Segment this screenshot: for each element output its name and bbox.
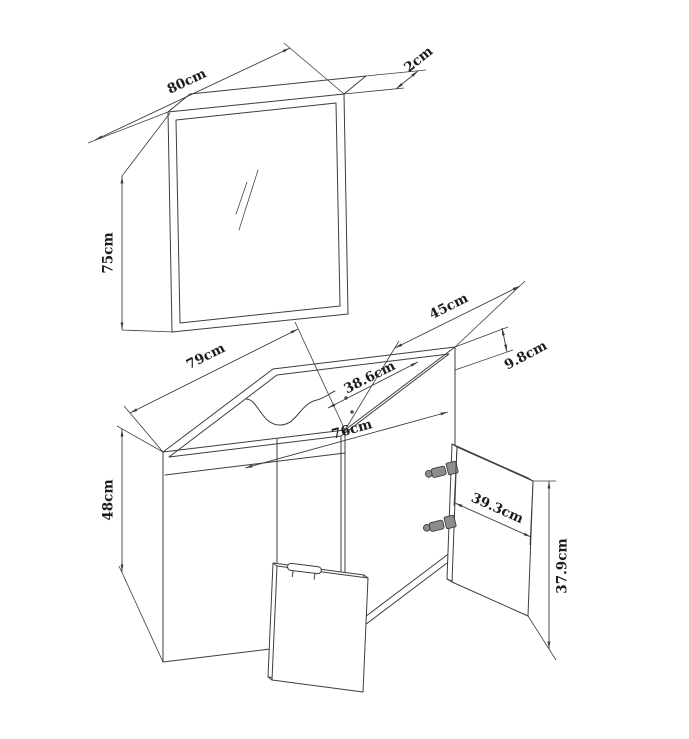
cabinet-height-dimension: 48cm — [101, 425, 164, 663]
hinge-screw-dot — [350, 410, 354, 414]
mirror-thickness-dimension: 2cm — [343, 43, 436, 95]
mirror-reflection-line — [238, 169, 259, 231]
basin-cutout-curve — [245, 390, 336, 426]
mirror-height-label: 75cm — [101, 232, 117, 273]
front-door-panel — [267, 562, 369, 693]
cabinet-width-dimension: 79cm — [123, 321, 346, 453]
door-height-label: 37.9cm — [555, 538, 571, 593]
cabinet-width-label: 79cm — [184, 340, 228, 373]
door-height-dimension: 37.9cm — [527, 480, 571, 661]
cabinet-height-label: 48cm — [101, 479, 117, 520]
hinge-hardware-icon — [425, 460, 459, 478]
mirror-height-dimension: 75cm — [101, 112, 175, 333]
apron-height-label: 9.8cm — [502, 338, 550, 374]
mirror-frame — [167, 93, 349, 333]
mirror — [167, 75, 367, 333]
door-handle — [287, 562, 322, 580]
cabinet-top-back-edge — [272, 346, 456, 370]
mirror-reflection-line — [235, 181, 248, 215]
cabinet-top-left-edge — [162, 368, 274, 453]
cabinet-depth-label: 45cm — [427, 290, 471, 323]
hinge-hardware-icon — [423, 514, 457, 532]
